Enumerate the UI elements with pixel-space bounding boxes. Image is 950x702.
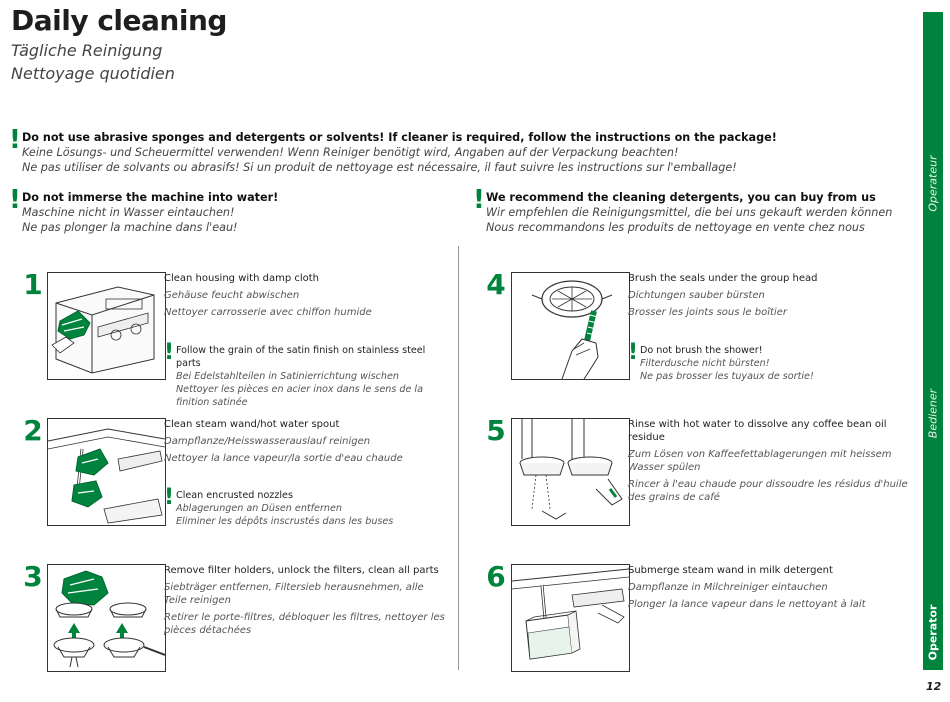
note-text-de: Ablagerungen an Düsen entfernen bbox=[176, 503, 342, 514]
step-number: 5 bbox=[486, 414, 506, 447]
note-text-en: Follow the grain of the satin finish on … bbox=[176, 345, 426, 369]
step-1-text: Clean housing with damp cloth Gehäuse fe… bbox=[164, 272, 449, 323]
step-6-text: Submerge steam wand in milk detergent Da… bbox=[628, 564, 913, 615]
step-text-en: Clean housing with damp cloth bbox=[164, 273, 319, 284]
step-text-fr: Nettoyer la lance vapeur/la sortie d'eau… bbox=[164, 453, 403, 464]
page-subtitle-de: Tägliche Reinigung bbox=[11, 41, 163, 60]
warning-text-en: Do not immerse the machine into water! bbox=[22, 191, 279, 204]
step-text-de: Dichtungen sauber bürsten bbox=[628, 290, 765, 301]
note-text-de: Bei Edelstahlteilen in Satinierrichtung … bbox=[176, 371, 399, 382]
exclamation-icon: ! bbox=[473, 185, 485, 215]
warning-text-de: Keine Lösungs- und Scheuermittel verwend… bbox=[22, 146, 679, 159]
warning-text-de: Maschine nicht in Wasser eintauchen! bbox=[22, 206, 235, 219]
step-text-de: Dampflanze in Milchreiniger eintauchen bbox=[628, 582, 828, 593]
warning-detergents: ! We recommend the cleaning detergents, … bbox=[473, 185, 893, 235]
step-text-fr: Plonger la lance vapeur dans le nettoyan… bbox=[628, 599, 866, 610]
step-5-text: Rinse with hot water to dissolve any cof… bbox=[628, 418, 913, 508]
exclamation-icon: ! bbox=[9, 125, 21, 155]
exclamation-icon: ! bbox=[164, 340, 175, 365]
warning-immerse: ! Do not immerse the machine into water!… bbox=[9, 185, 279, 235]
warning-text-fr: Ne pas utiliser de solvants ou abrasifs!… bbox=[22, 161, 737, 174]
step-text-en: Clean steam wand/hot water spout bbox=[164, 419, 340, 430]
step-text-fr: Retirer le porte-filtres, débloquer les … bbox=[164, 612, 445, 636]
sidebar-label-de: Bediener bbox=[926, 388, 940, 439]
note-text-fr: Nettoyer les pièces en acier inox dans l… bbox=[176, 384, 423, 408]
step-text-de: Zum Lösen von Kaffeefettablagerungen mit… bbox=[628, 449, 892, 473]
step-text-fr: Rincer à l'eau chaude pour dissoudre les… bbox=[628, 479, 908, 503]
step-text-en: Remove filter holders, unlock the filter… bbox=[164, 565, 439, 576]
step-6-illustration bbox=[511, 564, 630, 672]
step-text-en: Rinse with hot water to dissolve any cof… bbox=[628, 419, 887, 443]
step-3-illustration bbox=[47, 564, 166, 672]
page-number: 12 bbox=[926, 680, 942, 693]
sidebar-label-fr: Operateur bbox=[926, 155, 940, 212]
exclamation-icon: ! bbox=[628, 340, 639, 365]
page-subtitle-fr: Nettoyage quotidien bbox=[11, 64, 175, 83]
step-number: 4 bbox=[486, 268, 506, 301]
step-4-note: ! Do not brush the shower! Filterdusche … bbox=[628, 340, 913, 383]
step-4-text: Brush the seals under the group head Dic… bbox=[628, 272, 913, 323]
step-text-de: Dampflanze/Heisswasserauslauf reinigen bbox=[164, 436, 371, 447]
step-number: 1 bbox=[23, 268, 43, 301]
step-1-note: ! Follow the grain of the satin finish o… bbox=[164, 340, 449, 409]
exclamation-icon: ! bbox=[9, 185, 21, 215]
step-text-de: Siebträger entfernen, Filtersieb herausn… bbox=[164, 582, 424, 606]
step-number: 2 bbox=[23, 414, 43, 447]
step-text-fr: Brosser les joints sous le boîtier bbox=[628, 307, 787, 318]
note-text-de: Filterdusche nicht bürsten! bbox=[640, 358, 770, 369]
step-2-note: ! Clean encrusted nozzles Ablagerungen a… bbox=[164, 485, 449, 528]
warning-text-fr: Ne pas plonger la machine dans l'eau! bbox=[22, 221, 238, 234]
warning-text-fr: Nous recommandons les produits de nettoy… bbox=[486, 221, 865, 234]
page-title: Daily cleaning bbox=[11, 4, 227, 37]
language-sidebar: Operateur Bediener Operator bbox=[923, 12, 943, 670]
step-number: 6 bbox=[486, 560, 506, 593]
note-text-fr: Eliminer les dépôts inscrustés dans les … bbox=[176, 516, 394, 527]
note-text-fr: Ne pas brosser les tuyaux de sortie! bbox=[640, 371, 814, 382]
step-1-illustration bbox=[47, 272, 166, 380]
step-text-en: Brush the seals under the group head bbox=[628, 273, 818, 284]
step-2-illustration bbox=[47, 418, 166, 526]
sidebar-label-en: Operator bbox=[926, 604, 940, 661]
warning-abrasives: ! Do not use abrasive sponges and deterg… bbox=[9, 125, 777, 175]
column-divider bbox=[458, 246, 459, 670]
warning-text-de: Wir empfehlen die Reinigungsmittel, die … bbox=[486, 206, 893, 219]
warning-text-en: We recommend the cleaning detergents, yo… bbox=[486, 191, 876, 204]
step-5-illustration bbox=[511, 418, 630, 526]
step-3-text: Remove filter holders, unlock the filter… bbox=[164, 564, 449, 641]
step-4-illustration bbox=[511, 272, 630, 380]
step-text-en: Submerge steam wand in milk detergent bbox=[628, 565, 833, 576]
note-text-en: Clean encrusted nozzles bbox=[176, 490, 293, 501]
note-text-en: Do not brush the shower! bbox=[640, 345, 763, 356]
exclamation-icon: ! bbox=[164, 485, 175, 510]
step-2-text: Clean steam wand/hot water spout Dampfla… bbox=[164, 418, 449, 469]
step-number: 3 bbox=[23, 560, 43, 593]
warning-text-en: Do not use abrasive sponges and detergen… bbox=[22, 131, 777, 144]
step-text-fr: Nettoyer carrosserie avec chiffon humide bbox=[164, 307, 372, 318]
step-text-de: Gehäuse feucht abwischen bbox=[164, 290, 300, 301]
